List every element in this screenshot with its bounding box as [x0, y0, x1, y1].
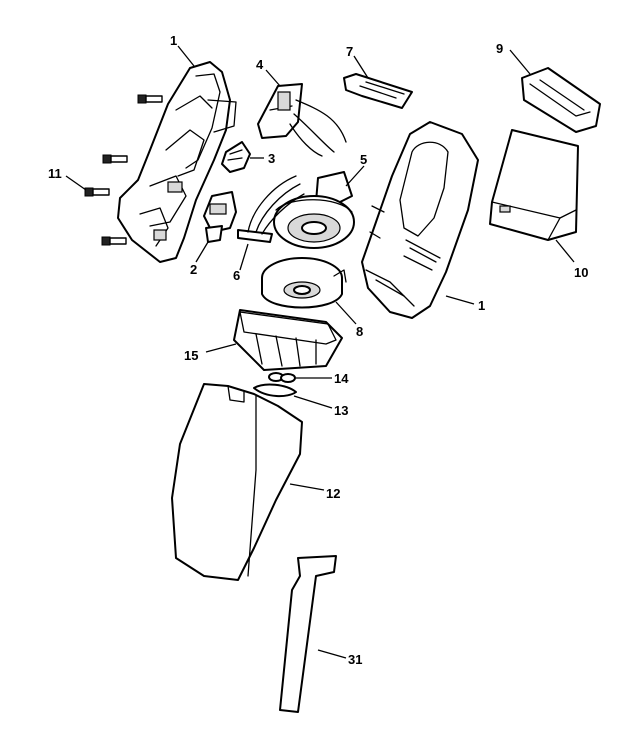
part-top-cover [343, 73, 413, 109]
callout-5: 5 [360, 152, 367, 167]
callout-31: 31 [348, 652, 362, 667]
leader-lines [65, 45, 575, 659]
screw-2 [102, 154, 128, 164]
callout-9: 9 [496, 41, 503, 56]
callout-1b: 1 [478, 298, 485, 313]
callout-3: 3 [268, 151, 275, 166]
callout-6: 6 [233, 268, 240, 283]
callout-4: 4 [256, 57, 264, 72]
screw-3 [84, 187, 110, 197]
part-battery-cover [521, 67, 601, 133]
part-wire-harness [237, 175, 305, 243]
screw-4 [101, 236, 127, 246]
part-housing-right [361, 121, 479, 319]
callout-10: 10 [574, 265, 588, 280]
screw-set [84, 94, 163, 246]
callout-11: 11 [48, 166, 62, 181]
screw-1 [137, 94, 163, 104]
part-filter-housing [261, 257, 347, 309]
callout-2: 2 [190, 262, 197, 277]
part-housing-left [117, 61, 237, 263]
part-switch [203, 191, 237, 243]
callout-1: 1 [170, 33, 177, 48]
part-motor [273, 171, 355, 249]
callout-labels: 1 4 7 9 11 3 5 10 1 2 6 8 15 14 13 12 31 [48, 33, 588, 667]
callout-12: 12 [326, 486, 340, 501]
callout-13: 13 [334, 403, 348, 418]
callout-8: 8 [356, 324, 363, 339]
callout-14: 14 [334, 371, 349, 386]
part-crevice-tool [279, 555, 337, 713]
part-battery-pack [489, 129, 579, 241]
part-seal [253, 383, 297, 398]
callout-7: 7 [346, 44, 353, 59]
callout-15: 15 [184, 348, 198, 363]
part-terminal [257, 83, 347, 157]
part-nuts [268, 372, 296, 383]
part-filter [233, 309, 343, 371]
part-dirt-bowl [171, 383, 303, 581]
part-switch-button [221, 141, 251, 173]
